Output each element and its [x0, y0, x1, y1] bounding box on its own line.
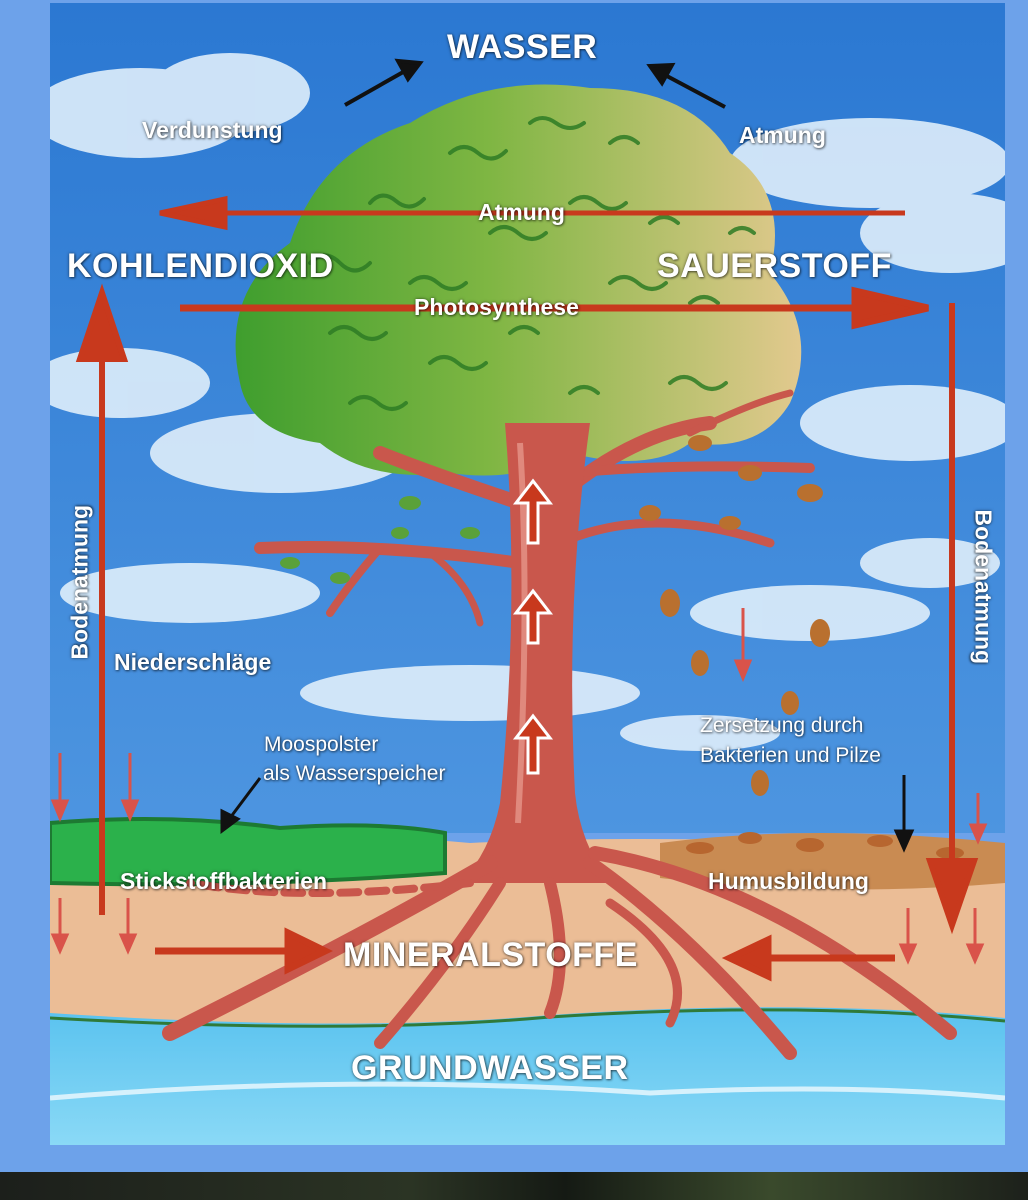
respiration-arrow [159, 195, 905, 231]
photosynthesis-arrow [180, 286, 929, 330]
label-grundwasser: GRUNDWASSER [351, 1049, 629, 1087]
groundwater-layer [50, 1007, 1005, 1145]
trunk-up-arrows [512, 478, 554, 775]
label-atmung-mid: Atmung [478, 199, 565, 225]
label-bodenatmung-right: Bodenatmung [970, 509, 997, 665]
soil-respiration-right-arrow [925, 303, 979, 935]
label-bodenatmung-left: Bodenatmung [66, 504, 93, 660]
humus-layer [660, 833, 1005, 890]
label-humusbildung: Humusbildung [708, 868, 869, 894]
label-niederschlaege: Niederschläge [114, 649, 272, 675]
precipitation-arrows [50, 608, 988, 965]
mineral-arrow-right [721, 934, 895, 982]
label-kohlendioxid: KOHLENDIOXID [67, 247, 334, 285]
pointer-arrows [220, 775, 915, 853]
diagram-artwork [50, 3, 1005, 1145]
soil-respiration-left-arrow [75, 283, 129, 915]
label-zersetzung-1: Zersetzung durch [700, 714, 864, 737]
bottom-thumbnail-strip [0, 1172, 1028, 1200]
label-zersetzung-2: Bakterien und Pilze [700, 744, 881, 767]
tree-trunk [460, 423, 610, 883]
label-photosynthese: Photosynthese [414, 294, 579, 320]
forest-cycle-diagram: WASSER Verdunstung Atmung Atmung KOHLEND… [50, 3, 1005, 1145]
label-atmung-top: Atmung [739, 122, 826, 148]
crown-texture [308, 116, 756, 411]
label-moospolster-1: Moospolster [264, 733, 379, 756]
label-moospolster-2: als Wasserspeicher [263, 762, 446, 785]
tree-crown [235, 84, 802, 476]
roots [162, 846, 957, 1060]
mineral-arrow-left [155, 927, 334, 975]
label-wasser: WASSER [447, 28, 598, 66]
label-verdunstung: Verdunstung [142, 117, 283, 143]
evaporation-arrows [344, 58, 726, 109]
label-mineralstoffe: MINERALSTOFFE [343, 936, 638, 974]
label-sauerstoff: SAUERSTOFF [657, 247, 892, 285]
label-stickstoffbakterien: Stickstoffbakterien [120, 868, 328, 894]
